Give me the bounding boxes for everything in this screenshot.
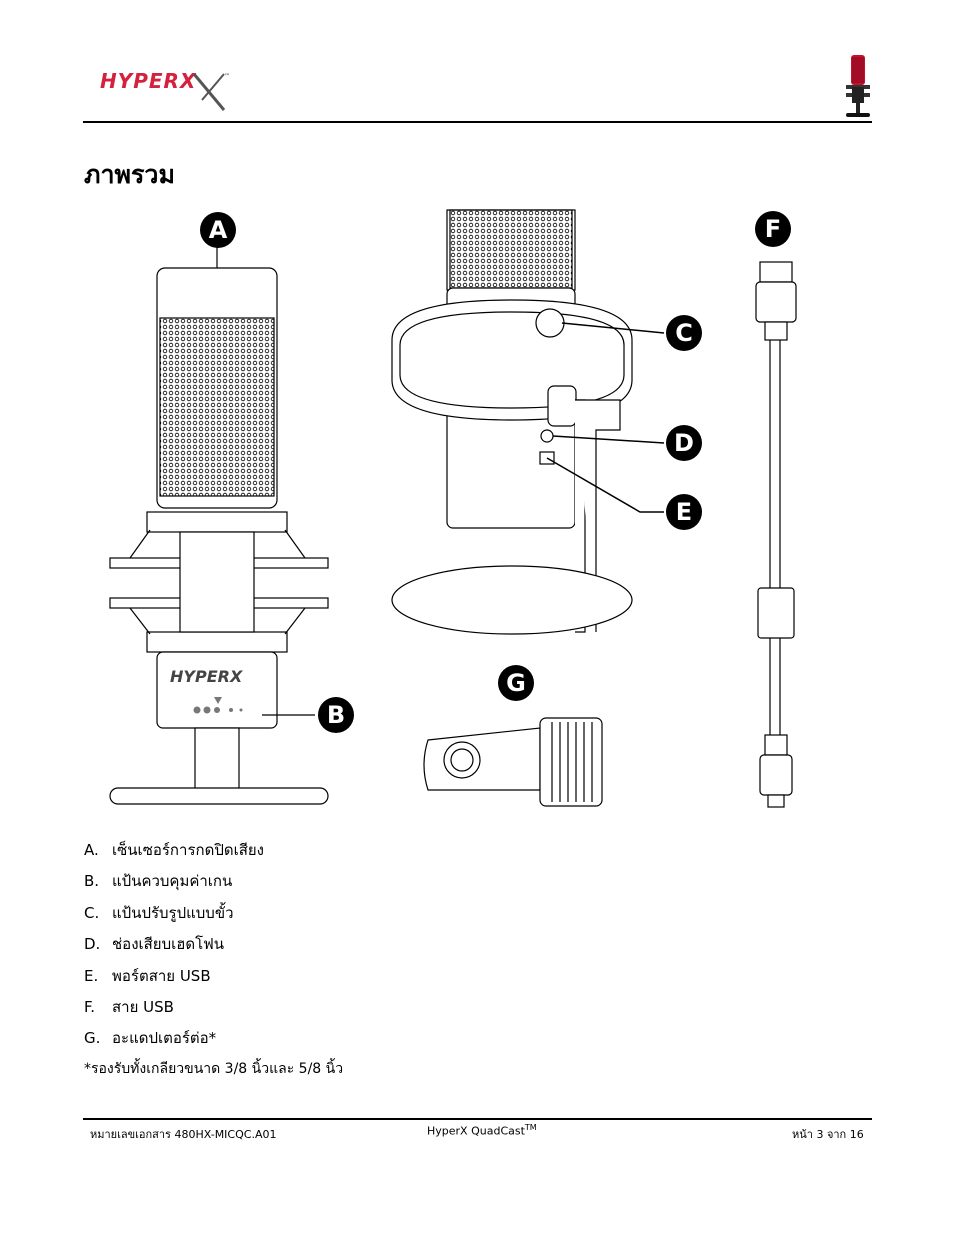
logo-text: HYPERX — [100, 69, 197, 93]
list-item: E.พอร์ตสาย USB — [84, 967, 211, 985]
footer-divider — [83, 1118, 872, 1120]
svg-text:B: B — [327, 701, 345, 729]
header-divider — [83, 121, 872, 123]
list-item: B.แป้นควบคุมค่าเกน — [84, 872, 233, 890]
product-name: HyperX QuadCastTM — [427, 1123, 537, 1138]
page-number: หน้า 3 จาก 16 — [792, 1128, 864, 1141]
svg-text:A: A — [209, 216, 228, 244]
callout-c: C — [666, 315, 702, 351]
list-item: A.เซ็นเซอร์การกดปิดเสียง — [84, 841, 264, 859]
svg-text:C: C — [675, 319, 693, 347]
mount-adapter — [423, 717, 603, 807]
usb-cable — [755, 261, 797, 808]
page-title: ภาพรวม — [84, 160, 175, 189]
callout-e: E — [666, 494, 702, 530]
gain-dots — [193, 697, 243, 714]
svg-text:E: E — [676, 498, 692, 526]
microphone-thumbnail-icon — [846, 55, 870, 117]
callout-leaders — [546, 322, 665, 513]
svg-text:D: D — [674, 429, 694, 457]
front-logo-text: HYPERX — [170, 667, 243, 686]
svg-text:G: G — [506, 669, 526, 697]
svg-text:F: F — [765, 215, 781, 243]
product-overview-diagram: HYPERX — [109, 209, 797, 808]
callout-f: F — [755, 211, 791, 247]
hyperx-logo: HYPERX ™ — [100, 69, 230, 111]
callout-g: G — [498, 665, 534, 701]
callout-b: B — [318, 697, 354, 733]
list-item: D.ช่องเสียบเฮดโฟน — [84, 935, 225, 953]
list-item: F.สาย USB — [84, 998, 174, 1016]
callout-d: D — [666, 425, 702, 461]
footnote: *รองรับทั้งเกลียวขนาด 3/8 นิ้วและ 5/8 นิ… — [84, 1061, 344, 1077]
logo-trademark: ™ — [224, 73, 230, 80]
document-number: หมายเลขเอกสาร 480HX-MICQC.A01 — [90, 1128, 277, 1141]
list-item: G.อะแดปเตอร์ต่อ* — [84, 1029, 217, 1047]
side-view-microphone — [391, 209, 633, 635]
list-item: C.แป้นปรับรูปแบบขั้ว — [84, 904, 234, 922]
callout-a: A — [200, 212, 236, 248]
front-view-microphone — [109, 245, 329, 805]
